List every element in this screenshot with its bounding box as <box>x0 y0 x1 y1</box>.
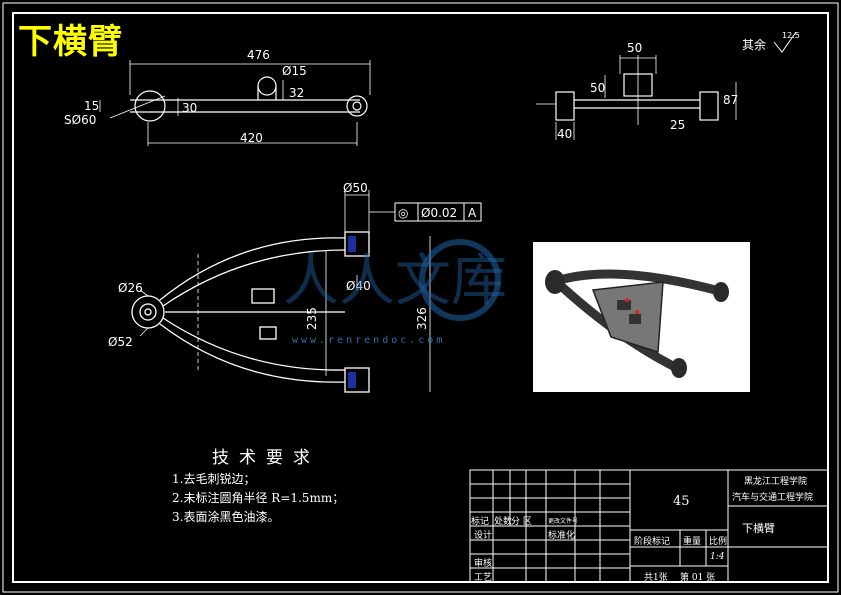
side-view <box>536 55 737 140</box>
tolerance-value: Ø0.02 <box>421 206 457 220</box>
top-dim-32: 32 <box>289 86 304 100</box>
surface-roughness: 12.5 <box>782 31 800 40</box>
watermark-url: www.renrendoc.com <box>292 335 446 346</box>
department-name: 汽车与交通工程学院 <box>732 493 814 503</box>
sheet-number: 第 01 张 <box>680 573 716 583</box>
tech-requirements-heading: 技术要求 <box>212 448 320 468</box>
front-dim-235: 235 <box>305 307 319 330</box>
label-design: 设计 <box>474 531 493 541</box>
datum-label: A <box>468 206 477 220</box>
title-block-grid <box>469 469 829 583</box>
school-name: 黑龙江工程学院 <box>744 477 808 487</box>
tech-requirement-item: 3.表面涂黑色油漆。 <box>172 510 280 524</box>
top-dim-sd60: SØ60 <box>64 113 96 127</box>
surface-note: 其余 <box>742 37 766 52</box>
label-stage: 阶段标记 <box>634 537 671 547</box>
front-dim-326: 326 <box>415 307 429 330</box>
drawing-title: 下横臂 <box>18 22 123 62</box>
label-mark: 标记 <box>471 517 490 527</box>
front-dim-d50: Ø50 <box>343 181 368 195</box>
top-view <box>99 60 371 146</box>
sheet-count: 共1张 <box>644 573 668 583</box>
tolerance-frame <box>394 202 482 222</box>
inner-border <box>12 12 829 583</box>
top-dim-15: 15 <box>84 99 99 113</box>
front-dim-d40: Ø40 <box>346 279 371 293</box>
part-3d-image <box>533 242 750 392</box>
scale-value: 1:4 <box>710 552 725 562</box>
side-dim-50-left: 50 <box>590 81 605 95</box>
front-dim-d26: Ø26 <box>118 281 143 295</box>
label-change-doc: 更改文件号 <box>548 518 579 525</box>
label-process: 工艺 <box>474 573 493 583</box>
label-review: 审核 <box>474 559 493 569</box>
part-3d-render <box>545 269 729 378</box>
concentricity-icon: ◎ <box>398 206 408 220</box>
side-dim-40: 40 <box>557 127 572 141</box>
label-weight: 重量 <box>683 537 702 547</box>
front-dim-d52: Ø52 <box>108 335 133 349</box>
label-standardize: 标准化 <box>548 531 576 541</box>
tech-requirements-list: 1.去毛刺锐边； 2.未标注圆角半径 R=1.5mm； 3.表面涂黑色油漆。 <box>172 470 344 527</box>
roughness-icon <box>773 31 797 53</box>
part-name: 下横臂 <box>742 522 775 535</box>
tech-requirement-item: 2.未标注圆角半径 R=1.5mm； <box>172 491 345 505</box>
bushing-top-fill <box>348 236 356 252</box>
top-dim-30: 30 <box>182 101 197 115</box>
label-scale: 比例 <box>709 537 728 547</box>
front-view <box>131 190 431 393</box>
top-dim-476: 476 <box>247 48 270 62</box>
side-dim-25: 25 <box>670 118 685 132</box>
side-dim-87: 87 <box>723 93 738 107</box>
material-value: 45 <box>673 494 690 509</box>
label-count: 处数 <box>494 517 513 527</box>
top-dim-420: 420 <box>240 131 263 145</box>
bushing-bottom-fill <box>348 372 356 388</box>
top-dim-d15: Ø15 <box>282 64 307 78</box>
side-dim-50-top: 50 <box>627 41 642 55</box>
tech-requirement-item: 1.去毛刺锐边； <box>172 472 256 486</box>
label-zone: 分 区 <box>511 517 532 527</box>
